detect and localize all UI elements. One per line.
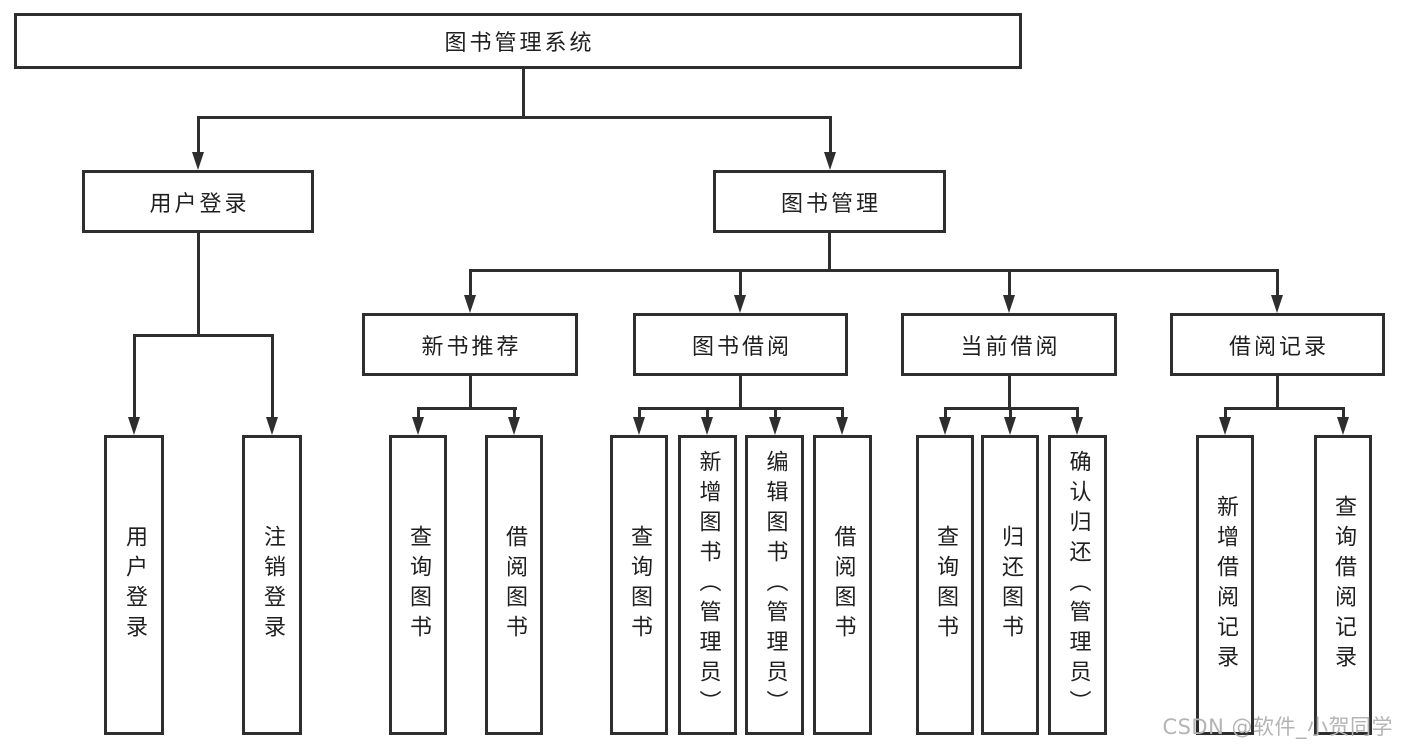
connector-drop-user-login [196,115,200,153]
leaf-borrowing-add-books-admin: 新增图书（管理员） [678,435,737,735]
node-book-management: 图书管理 [713,170,946,233]
arrowhead-recommend-borrow [507,417,520,435]
connector-drop-borrow-records [1275,268,1279,296]
arrowhead-leaf-user-login [127,417,140,435]
arrowhead-current-return [1003,417,1016,435]
leaf-current-confirm-return-admin-label: 确认归还（管理员） [1065,450,1091,720]
connector-drop-new-book-recommend [468,268,472,296]
node-current-borrowing-label: 当前借阅 [960,334,1061,360]
connector-recommend-stem [468,376,472,408]
node-borrow-records: 借阅记录 [1170,313,1385,376]
connector-drop-borrowing-edit [773,406,777,418]
connector-drop-current-query [943,406,947,418]
connector-drop-current-borrowing [1007,268,1011,296]
arrowhead-borrowing-borrow [835,417,848,435]
connector-drop-records-add [1223,406,1227,418]
node-new-book-recommend-label: 新书推荐 [421,334,522,360]
connector-records-stem [1275,376,1279,408]
arrowhead-borrowing-add [700,417,713,435]
connector-drop-book-management [828,115,832,153]
node-library-system: 图书管理系统 [14,13,1022,69]
leaf-recommend-query-books: 查询图书 [389,435,447,735]
node-current-borrowing: 当前借阅 [901,313,1117,376]
connector-drop-recommend-borrow [512,406,516,418]
leaf-recommend-borrow-books: 借阅图书 [485,435,543,735]
arrowhead-borrowing-query [632,417,645,435]
leaf-recommend-borrow-books-label: 借阅图书 [502,525,527,645]
node-book-borrowing-label: 图书借阅 [691,334,792,360]
leaf-current-query-books-label: 查询图书 [933,525,958,645]
connector-borrowing-stem [738,376,742,408]
leaf-borrowing-borrow-books-label: 借阅图书 [830,525,856,645]
leaf-borrowing-query-books-label: 查询图书 [627,525,652,645]
leaf-borrowing-edit-books-admin-label: 编辑图书（管理员） [762,450,788,720]
leaf-current-return-books-label: 归还图书 [998,525,1023,645]
leaf-current-query-books: 查询图书 [916,435,974,735]
leaf-records-add-record-label: 新增借阅记录 [1213,495,1238,675]
leaf-user-login: 用户登录 [104,435,164,735]
arrowhead-records-add [1218,417,1231,435]
leaf-borrowing-add-books-admin-label: 新增图书（管理员） [695,450,721,720]
leaf-borrowing-query-books: 查询图书 [610,435,668,735]
leaf-records-add-record: 新增借阅记录 [1196,435,1254,735]
arrowhead-records-query [1336,417,1349,435]
csdn-watermark: CSDN @软件_小贺同学 [1162,715,1393,739]
arrowhead-borrowing-edit [768,417,781,435]
arrowhead-leaf-logout [265,417,278,435]
connector-drop-leaf-user-login [132,333,136,418]
connector-user-login-stem [196,233,200,335]
connector-level2-branch [468,268,1279,272]
arrowhead-recommend-query [411,417,424,435]
leaf-logout-label: 注销登录 [260,525,285,645]
node-library-system-label: 图书管理系统 [444,31,595,56]
connector-drop-borrowing-borrow [840,406,844,418]
leaf-current-return-books: 归还图书 [981,435,1039,735]
node-borrow-records-label: 借阅记录 [1228,334,1329,360]
connector-records-branch [1223,406,1345,410]
connector-recommend-branch [416,406,517,410]
node-new-book-recommend: 新书推荐 [362,313,578,376]
connector-drop-recommend-query [416,406,420,418]
node-book-borrowing: 图书借阅 [633,313,848,376]
connector-level1-branch [196,115,832,119]
leaf-recommend-query-books-label: 查询图书 [406,525,431,645]
leaf-records-query-record: 查询借阅记录 [1314,435,1372,735]
connector-drop-borrowing-add [705,406,709,418]
arrowhead-user-login [191,152,204,170]
node-user-login: 用户登录 [82,170,314,233]
connector-drop-leaf-logout [270,333,274,418]
arrowhead-book-management [823,152,836,170]
leaf-logout: 注销登录 [242,435,302,735]
connector-drop-current-return [1008,406,1012,418]
node-user-login-label: 用户登录 [149,191,250,217]
connector-drop-book-borrowing [738,268,742,296]
node-book-management-label: 图书管理 [780,191,881,217]
connector-drop-current-confirm [1075,406,1079,418]
arrowhead-current-query [938,417,951,435]
leaf-borrowing-borrow-books: 借阅图书 [813,435,872,735]
leaf-current-confirm-return-admin: 确认归还（管理员） [1048,435,1107,735]
connector-current-stem [1007,376,1011,408]
arrowhead-book-borrowing [733,295,746,313]
arrowhead-new-book-recommend [463,295,476,313]
leaf-user-login-label: 用户登录 [122,525,147,645]
connector-borrowing-branch [637,406,844,410]
connector-root-stem [521,69,525,117]
arrowhead-current-confirm [1070,417,1083,435]
arrowhead-current-borrowing [1002,295,1015,313]
connector-drop-borrowing-query [637,406,641,418]
leaf-borrowing-edit-books-admin: 编辑图书（管理员） [745,435,804,735]
arrowhead-borrow-records [1270,295,1283,313]
leaf-records-query-record-label: 查询借阅记录 [1331,495,1356,675]
connector-book-management-stem [827,233,831,270]
connector-user-login-branch [132,333,274,337]
connector-drop-records-query [1341,406,1345,418]
